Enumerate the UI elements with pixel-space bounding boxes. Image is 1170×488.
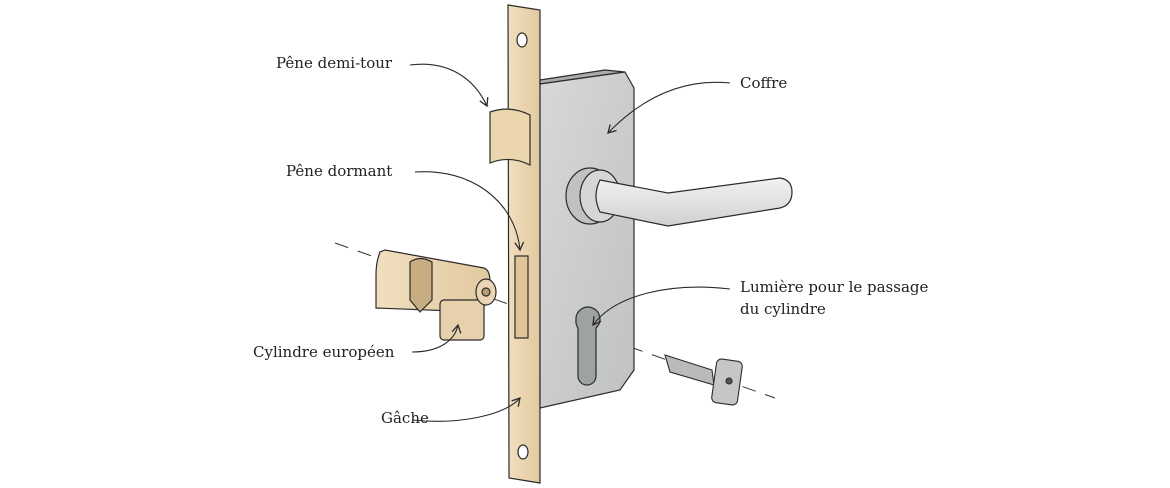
arrow-strike bbox=[411, 397, 521, 422]
leader-arrows bbox=[409, 63, 731, 422]
label-case: Coffre bbox=[740, 74, 788, 92]
arrow-cylinder bbox=[411, 323, 462, 353]
label-cylinder-hole-line2: du cylindre bbox=[740, 300, 826, 318]
label-latch-bolt: Pêne demi-tour bbox=[276, 54, 393, 72]
cylinder-hole bbox=[575, 306, 601, 386]
euro-cylinder bbox=[375, 249, 497, 341]
label-cylinder-hole-line1: Lumière pour le passage bbox=[740, 278, 929, 296]
label-cylinder: Cylindre européen bbox=[253, 343, 395, 361]
key: ` bbox=[664, 354, 743, 406]
arrow-case bbox=[607, 81, 731, 134]
faceplate bbox=[507, 4, 541, 484]
arrow-latch-bolt bbox=[409, 63, 489, 108]
lock-case bbox=[539, 69, 635, 409]
arrow-cylinder-hole bbox=[592, 286, 731, 327]
label-dead-bolt: Pêne dormant bbox=[286, 162, 393, 180]
door-handle bbox=[565, 167, 793, 227]
latch-bolt bbox=[489, 108, 531, 166]
label-strike: Gâche bbox=[381, 409, 429, 427]
arrow-dead-bolt bbox=[414, 171, 525, 252]
